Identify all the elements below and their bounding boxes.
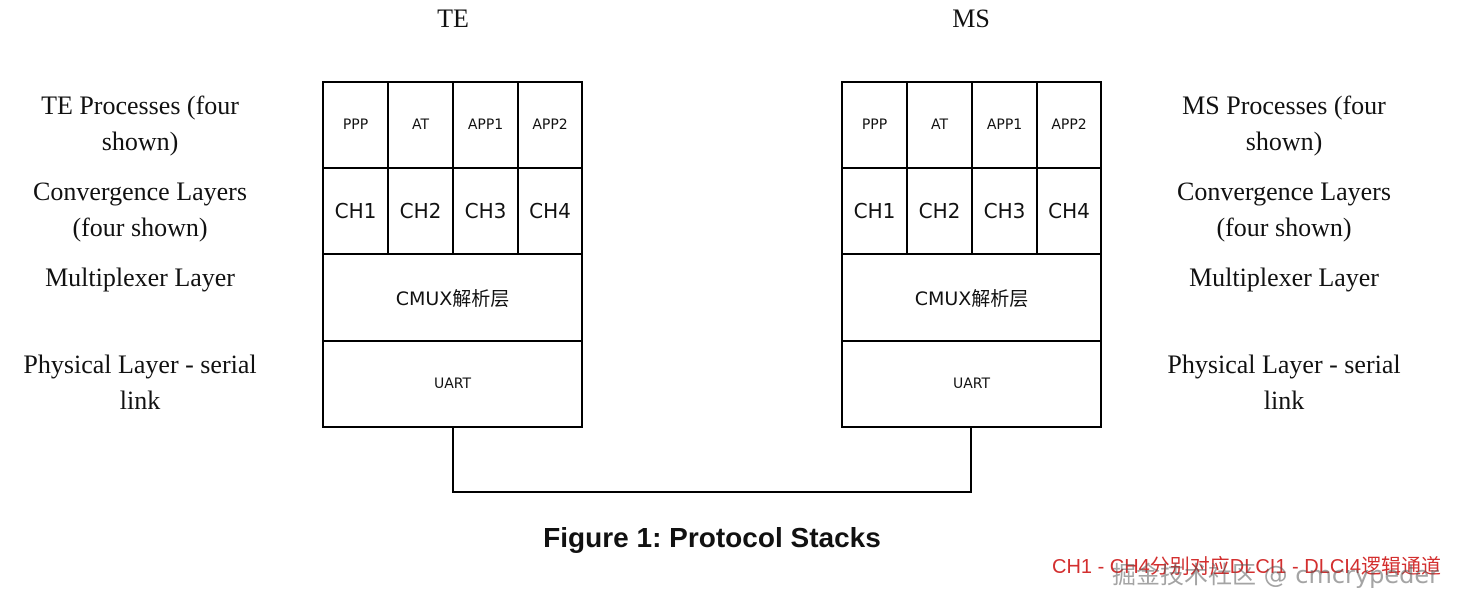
ms-channel-ch4: CH4 (1036, 167, 1102, 255)
ms-title: MS (952, 4, 990, 33)
ms-multiplexer-label: Multiplexer Layer (1189, 263, 1379, 292)
ms-multiplexer-box: CMUX解析层 (841, 253, 1102, 342)
te-channel-ch3: CH3 (452, 167, 519, 255)
te-channel-ch4: CH4 (517, 167, 583, 255)
te-convergence-label: Convergence Layers (four shown) (33, 177, 247, 242)
connector-left-vertical (452, 427, 454, 493)
ms-channel-ch2: CH2 (906, 167, 973, 255)
te-processes-label: TE Processes (four shown) (41, 91, 239, 156)
ms-process-app1: APP1 (971, 81, 1038, 169)
te-uart-box: UART (322, 340, 583, 428)
te-channel-ch1: CH1 (322, 167, 389, 255)
ms-physical-label: Physical Layer - serial link (1167, 350, 1401, 415)
te-multiplexer-label: Multiplexer Layer (45, 263, 235, 292)
channel-note: CH1 - CH4分别对应DLCI1 - DLCI4逻辑通道 (1052, 556, 1441, 578)
ms-process-app2: APP2 (1036, 81, 1102, 169)
te-multiplexer-box: CMUX解析层 (322, 253, 583, 342)
te-process-app1: APP1 (452, 81, 519, 169)
ms-channel-ch1: CH1 (841, 167, 908, 255)
ms-channel-ch3: CH3 (971, 167, 1038, 255)
te-process-ppp: PPP (322, 81, 389, 169)
connector-right-vertical (970, 427, 972, 493)
ms-convergence-label: Convergence Layers (four shown) (1177, 177, 1391, 242)
ms-process-at: AT (906, 81, 973, 169)
te-physical-label: Physical Layer - serial link (23, 350, 257, 415)
watermark: 掘金技术社区 @ cmcrypeder (1112, 561, 1439, 589)
te-process-at: AT (387, 81, 454, 169)
te-process-app2: APP2 (517, 81, 583, 169)
figure-caption: Figure 1: Protocol Stacks (543, 522, 881, 553)
te-channel-ch2: CH2 (387, 167, 454, 255)
ms-processes-label: MS Processes (four shown) (1182, 91, 1386, 156)
connector-horizontal (452, 491, 972, 493)
ms-process-ppp: PPP (841, 81, 908, 169)
te-title: TE (437, 4, 469, 33)
ms-uart-box: UART (841, 340, 1102, 428)
